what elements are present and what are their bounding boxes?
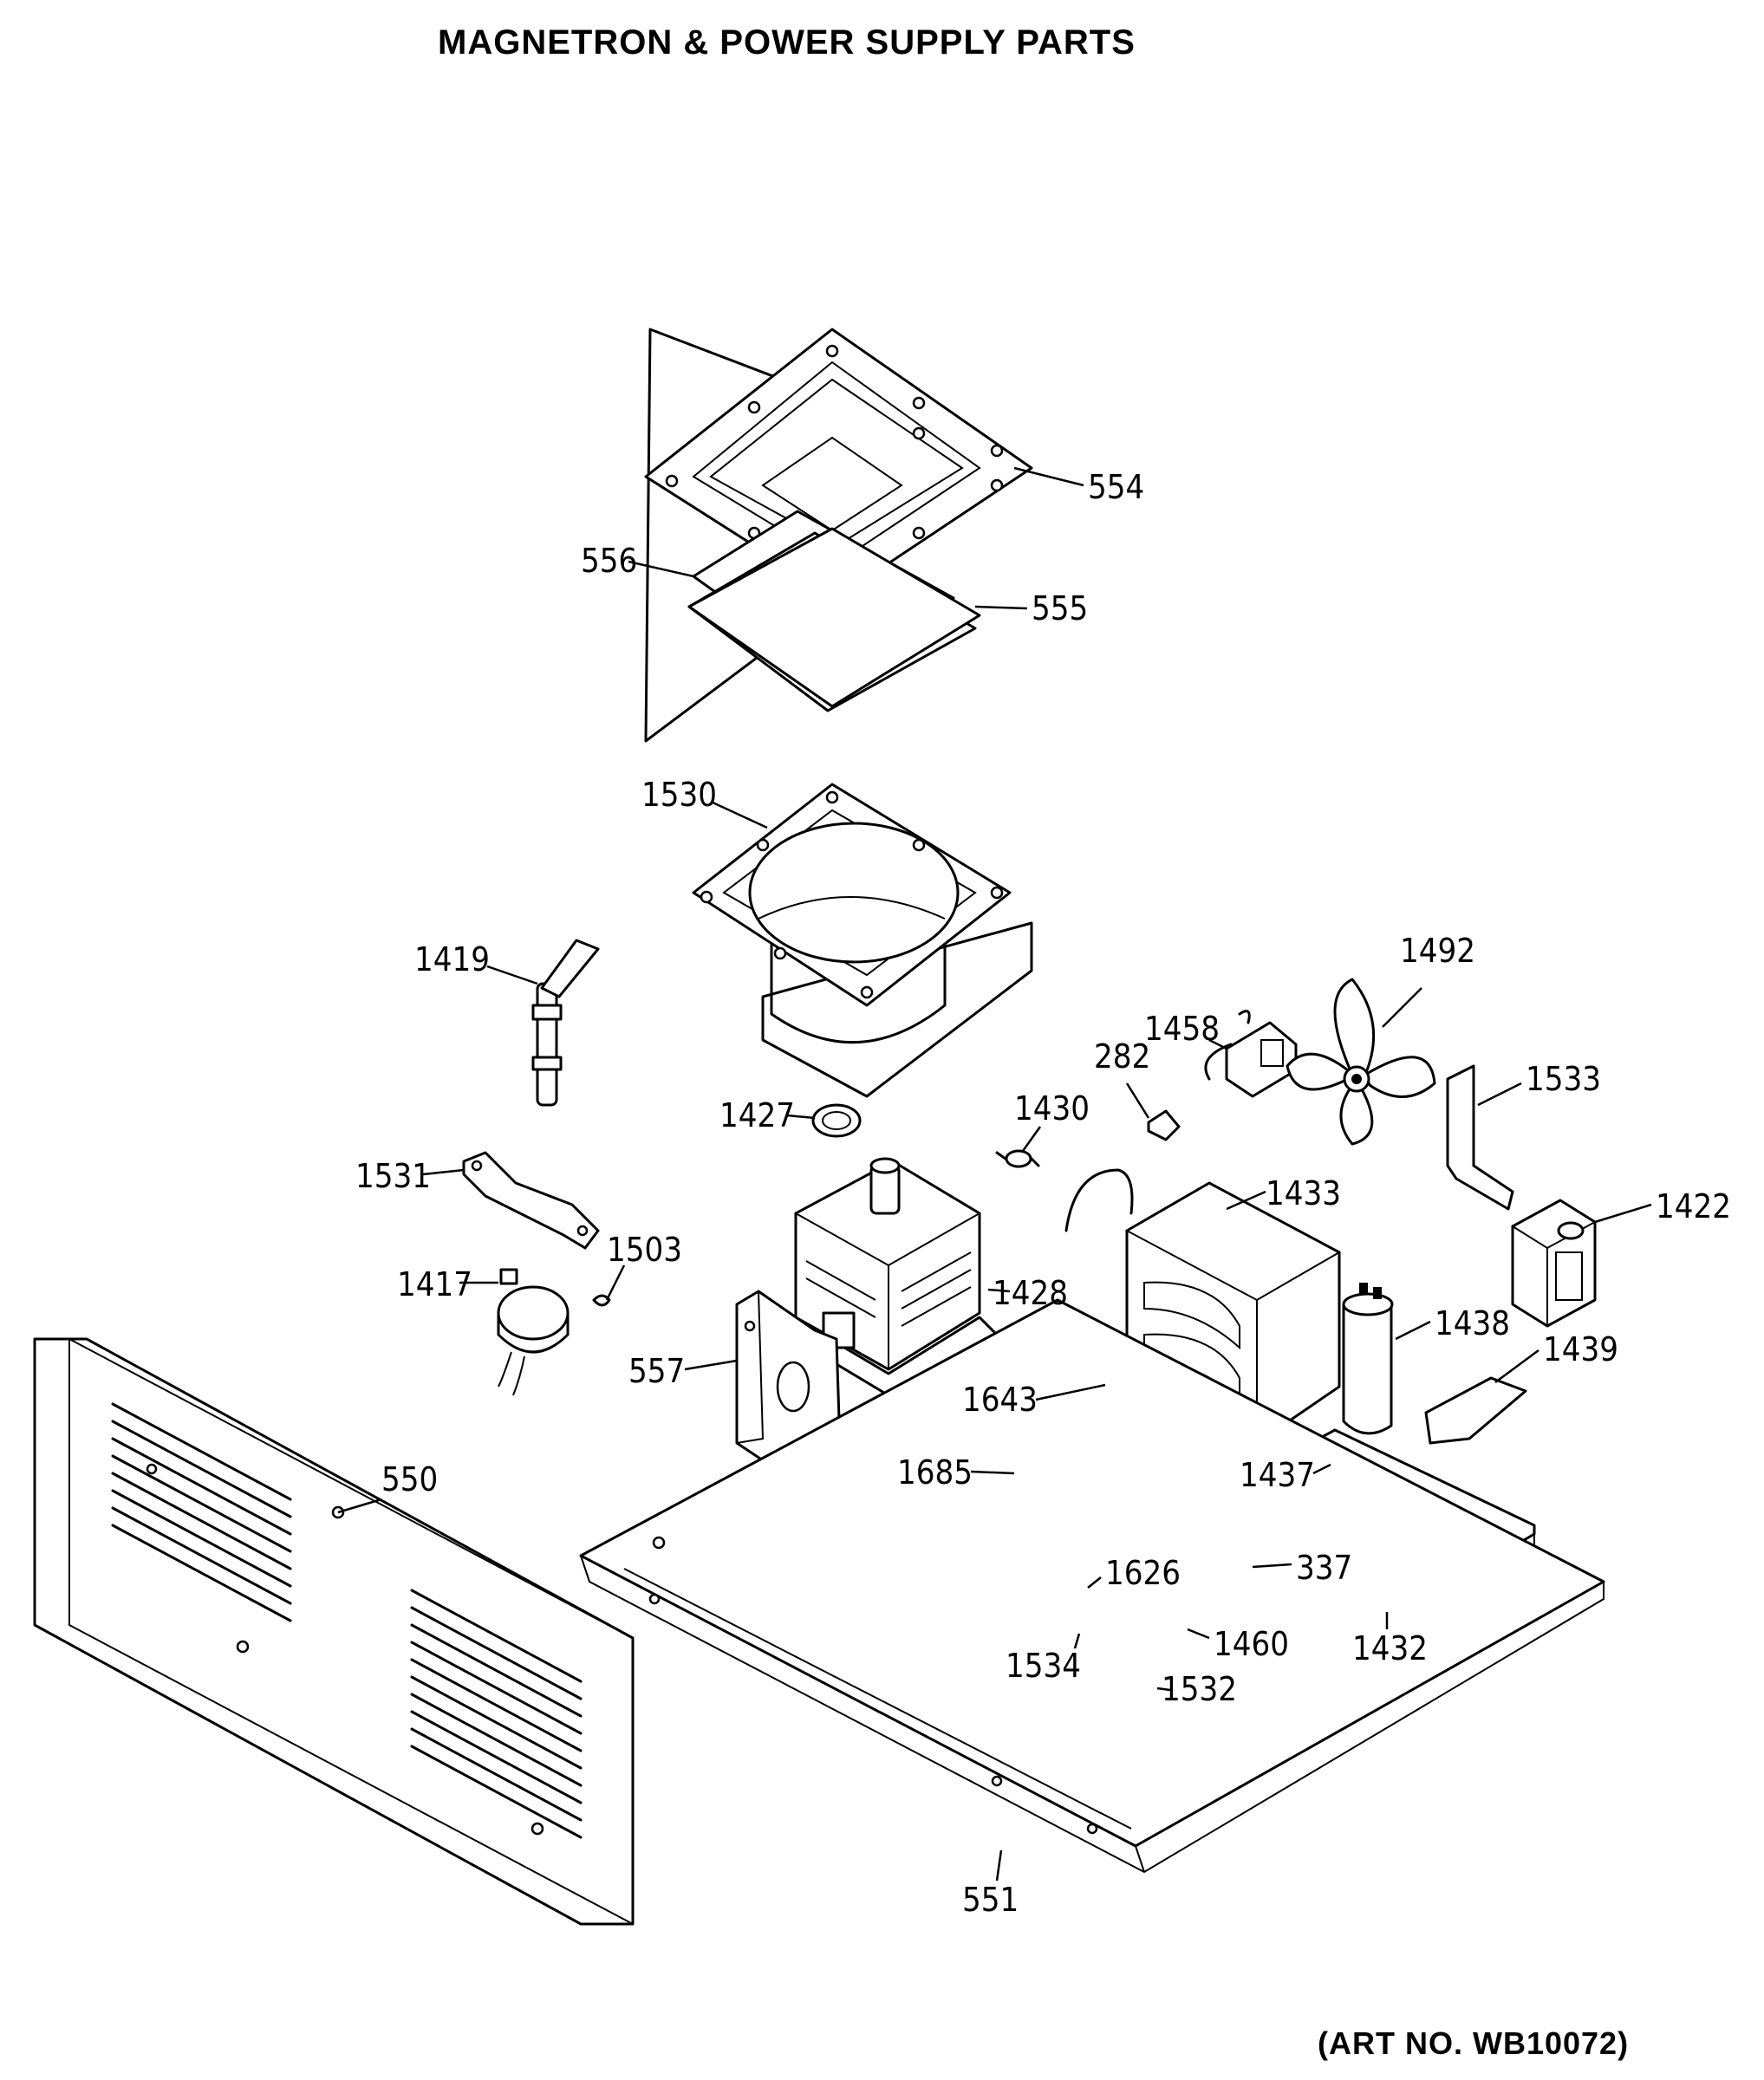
label-1419: 1419: [414, 940, 490, 978]
part-1438-capacitor[interactable]: [1342, 1283, 1394, 1435]
label-1417: 1417: [397, 1265, 472, 1303]
part-1417-motor[interactable]: [497, 1268, 570, 1396]
part-1439-diode[interactable]: [1424, 1376, 1527, 1445]
part-550-vent-panel[interactable]: [33, 1337, 635, 1926]
label-1643: 1643: [962, 1381, 1038, 1419]
part-1422-fan-motor[interactable]: [1511, 1199, 1597, 1328]
vent-louvers-left: [111, 1402, 292, 1622]
label-556: 556: [581, 542, 637, 580]
label-1430: 1430: [1014, 1089, 1090, 1128]
leader-lines: [337, 466, 1652, 1882]
label-1432: 1432: [1352, 1629, 1428, 1667]
label-1460: 1460: [1214, 1625, 1289, 1663]
art-number: (ART NO. WB10072): [1318, 2025, 1629, 2061]
label-1492: 1492: [1400, 932, 1475, 970]
label-550: 550: [381, 1460, 438, 1498]
part-number-labels: 554 556 555 1530 1419 1492 1458 282 1533…: [355, 468, 1731, 1919]
part-1427-gasket-ring[interactable]: [811, 1103, 862, 1138]
part-1492-fan-blade[interactable]: [1286, 978, 1436, 1146]
label-1427: 1427: [719, 1096, 795, 1134]
label-1458: 1458: [1144, 1010, 1220, 1048]
part-551-bottom-plate[interactable]: [579, 1298, 1605, 1874]
label-1534: 1534: [1006, 1647, 1081, 1685]
part-1419-probe[interactable]: [531, 939, 600, 1107]
label-1439: 1439: [1543, 1330, 1618, 1368]
diagram-title: MAGNETRON & POWER SUPPLY PARTS: [438, 23, 1136, 62]
part-555-gasket[interactable]: [687, 527, 981, 708]
label-1626: 1626: [1105, 1554, 1181, 1592]
label-282: 282: [1094, 1037, 1150, 1076]
label-1422: 1422: [1656, 1187, 1731, 1225]
label-1530: 1530: [641, 776, 717, 814]
label-1533: 1533: [1526, 1060, 1601, 1098]
part-1530-waveguide[interactable]: [692, 783, 1033, 1098]
label-1433: 1433: [1266, 1174, 1341, 1212]
label-1438: 1438: [1435, 1304, 1510, 1342]
label-555: 555: [1032, 589, 1088, 627]
part-1430-thermostat[interactable]: [995, 1149, 1040, 1168]
label-337: 337: [1296, 1549, 1352, 1587]
part-1533-bracket[interactable]: [1446, 1064, 1514, 1211]
vent-louvers-right: [410, 1589, 583, 1839]
label-1437: 1437: [1240, 1456, 1315, 1494]
label-1428: 1428: [993, 1274, 1068, 1312]
label-1531: 1531: [355, 1157, 431, 1195]
label-1532: 1532: [1162, 1670, 1237, 1708]
part-1503-clip[interactable]: [592, 1294, 611, 1307]
label-551: 551: [962, 1881, 1019, 1919]
label-557: 557: [628, 1352, 685, 1390]
part-282-fuse[interactable]: [1147, 1109, 1181, 1141]
part-1531-bracket[interactable]: [462, 1151, 600, 1250]
label-1503: 1503: [607, 1231, 682, 1269]
label-554: 554: [1088, 468, 1144, 506]
label-1685: 1685: [897, 1453, 973, 1492]
